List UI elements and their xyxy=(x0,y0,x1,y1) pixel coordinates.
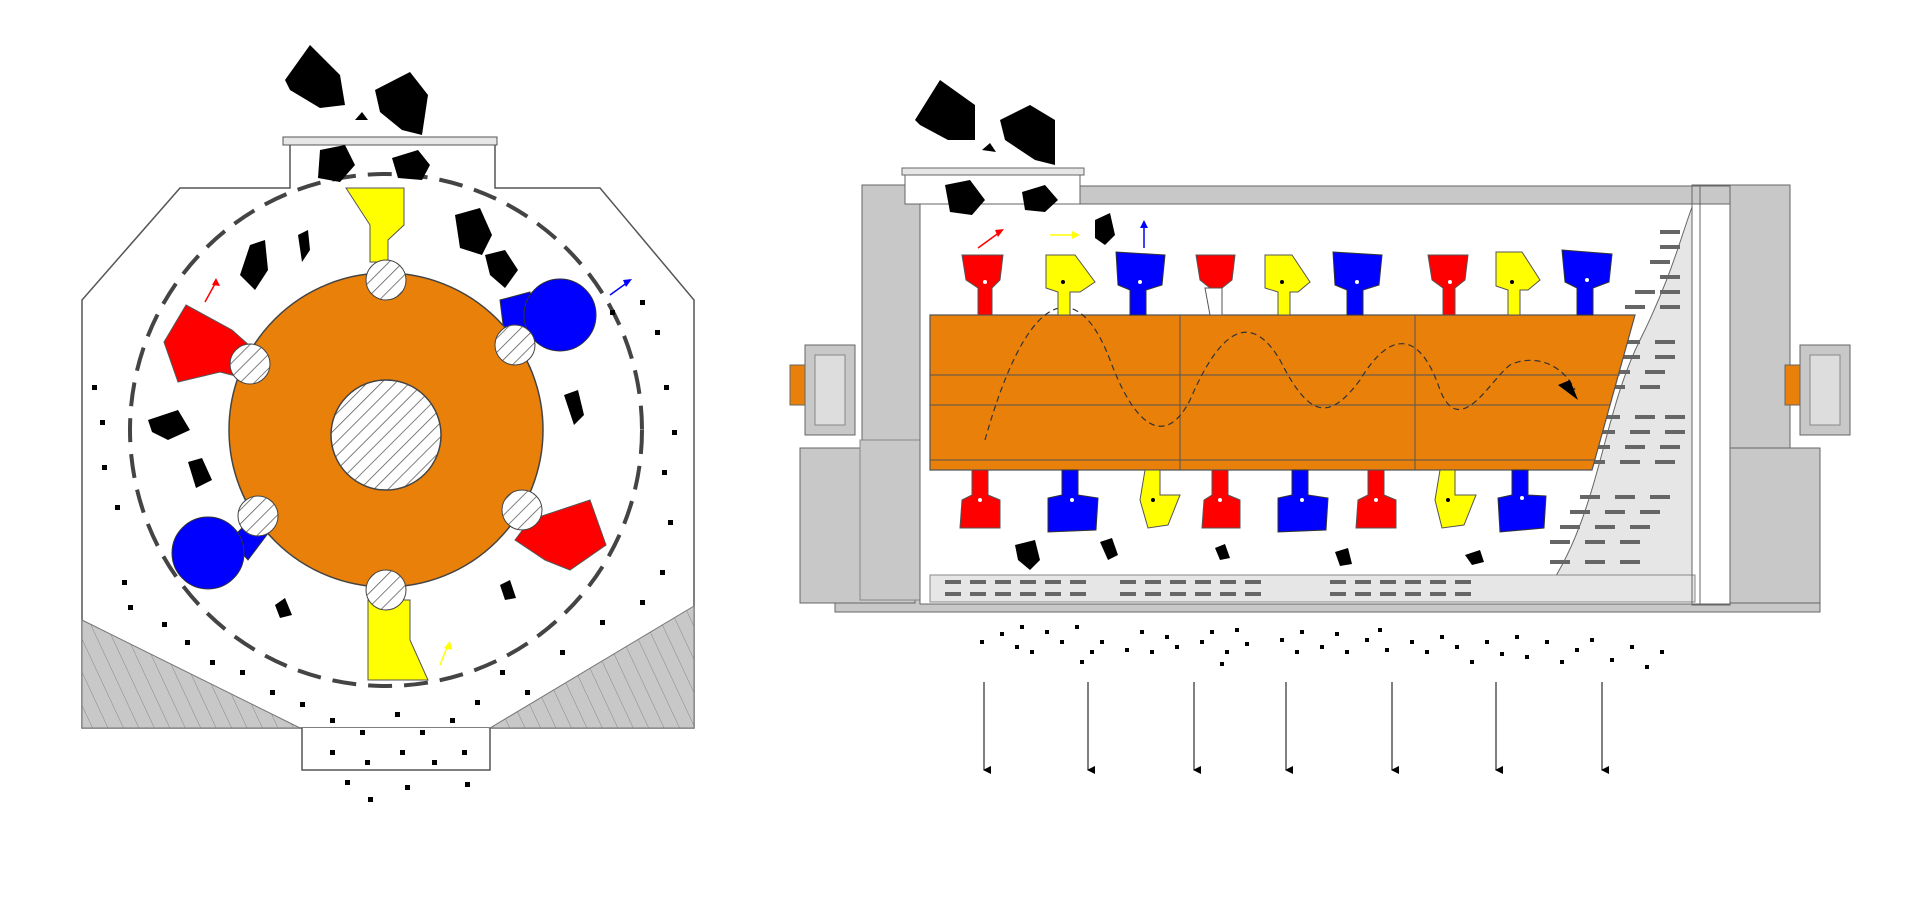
screen-circle xyxy=(128,172,644,688)
rotation-arrow-icon xyxy=(977,220,1148,249)
side-section-view xyxy=(789,80,1851,774)
rotor-body xyxy=(929,314,1636,471)
cross-section-view xyxy=(81,45,695,802)
material-chunks-right xyxy=(915,80,1484,570)
pin-upper-right xyxy=(494,324,536,366)
inlet-flange xyxy=(282,136,498,146)
material-chunks-left xyxy=(148,45,584,618)
pin-lower-right xyxy=(501,489,543,531)
right-bearing-box xyxy=(1729,447,1821,604)
hatched-shaft-icon xyxy=(330,379,442,491)
screen-slots xyxy=(945,230,1685,596)
pin-upper-left xyxy=(229,343,271,385)
rotation-arrow-icon xyxy=(204,278,632,666)
pin-lower-left xyxy=(237,495,279,537)
screen-bottom-strip xyxy=(929,574,1696,603)
left-lower-plate xyxy=(81,619,301,729)
pin-bottom xyxy=(365,569,407,611)
screen-panel xyxy=(1539,206,1693,601)
fine-particles-left xyxy=(92,300,677,802)
fine-particles-right xyxy=(980,625,1664,669)
right-lower-plate xyxy=(488,605,695,729)
bottom-hammers xyxy=(959,469,1547,533)
casing-top-bar xyxy=(1069,185,1791,205)
spiral-flow-icon xyxy=(984,307,1578,441)
pin-top xyxy=(365,259,407,301)
outlet-chute xyxy=(301,728,491,771)
top-hammers xyxy=(961,249,1613,316)
hammer-top xyxy=(345,187,405,263)
discharge-arrow-icon xyxy=(983,682,1609,774)
